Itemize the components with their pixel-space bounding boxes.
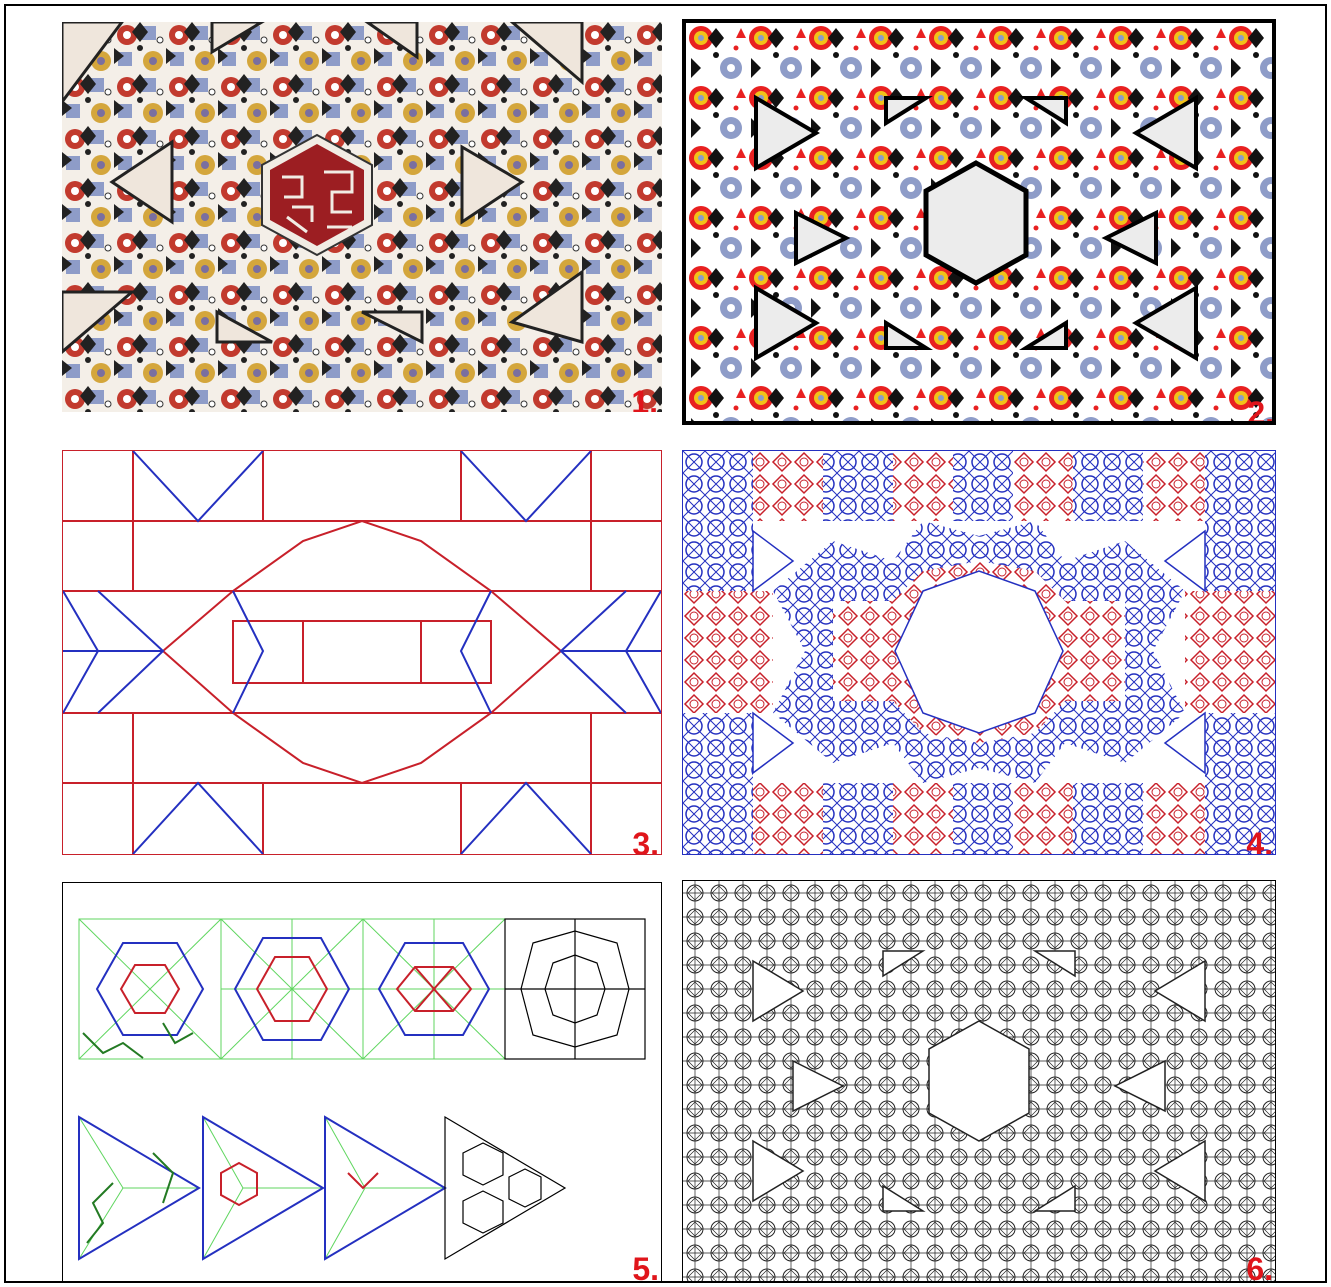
panel-4-fine-subdivision: 4. [682,450,1276,855]
figure: 1. [4,4,1327,1283]
fine-subdivision [683,451,1275,854]
colored-reconstruction [686,23,1272,421]
panel-3-polygon-grid: 3. [62,450,662,855]
panel-2-reconstruction: 2. [682,19,1276,425]
panel-label: 1. [631,386,658,412]
panel-label: 3. [632,828,659,855]
construction-steps [63,883,661,1281]
panel-1-photo: 1. [62,22,662,412]
panel-label: 4. [1246,828,1273,855]
panel-label: 6. [1246,1253,1273,1282]
panel-6-final-pattern: 6. [682,880,1276,1282]
panel-label: 5. [632,1253,659,1282]
panel-label: 2. [1247,397,1274,425]
mosaic-photo [62,22,662,412]
polygon-subdivision [63,451,661,854]
final-line-pattern [683,881,1275,1281]
panel-5-construction: 5. [62,882,662,1282]
